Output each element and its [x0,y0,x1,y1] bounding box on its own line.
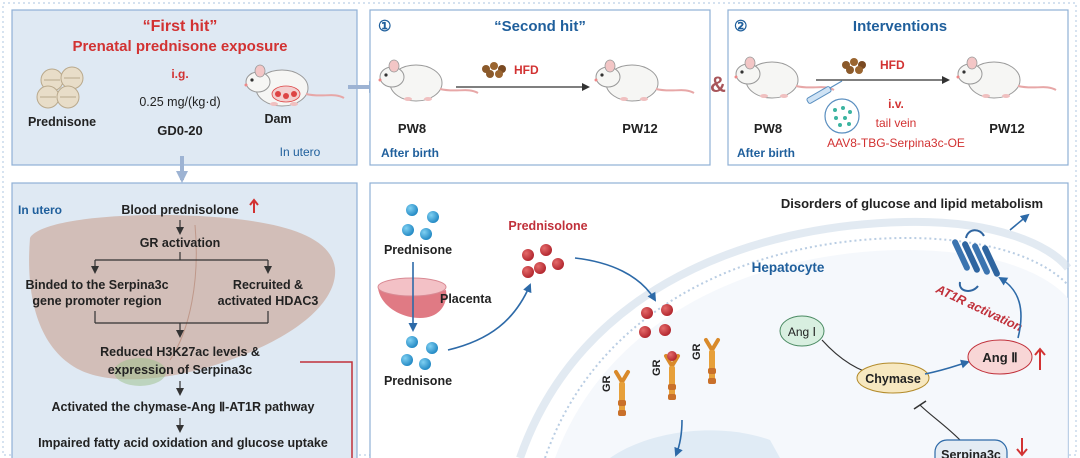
reduced-line2: expression of Serpina3c [108,363,253,377]
mouse-icon [243,64,345,107]
first-hit-subtitle: Prenatal prednisone exposure [72,38,287,55]
first-hit-panel: “First hit” Prenatal prednisone exposure… [11,9,358,166]
prednisone-top-label: Prednisone [384,243,452,257]
left-branch-line2: gene promoter region [32,294,161,308]
gr-label: GR [651,359,663,376]
start-label: PW8 [398,121,426,136]
connector-symbol: & [710,72,726,97]
gr-label: GR [691,343,703,360]
placenta-label: Placenta [440,292,492,306]
location-label: In utero [280,145,321,159]
cell-panel: Prednisone Placenta Prednisone Prednisol… [369,182,1072,458]
dose-label: 0.25 mg/(kg·d) [139,95,220,109]
prednisone-bottom-label: Prednisone [384,374,452,388]
molecule-cluster-blue [402,204,439,240]
second-hit-panel: ① “Second hit” HFD PW8 After birth PW12 [369,9,711,166]
window-label: GD0-20 [157,123,203,138]
aav-vector-icon [824,98,860,134]
mechanism-panel: In utero Blood prednisolone GR activatio… [11,182,358,458]
up-arrow-icon [249,198,259,213]
route-label: i.g. [171,67,188,81]
second-hit-title: “Second hit” [494,18,586,35]
red-connector-line [300,361,353,458]
second-hit-number: ① [378,18,391,35]
interventions-hfd-label: HFD [880,58,905,72]
interventions-number: ② [734,18,747,35]
blood-prednisolone-label: Blood prednisolone [121,203,238,217]
iv-label: i.v. [888,97,904,111]
hfd-label: HFD [514,63,539,77]
interventions-panel: ② Interventions HFD i.v. tail vein AAV8-… [727,9,1069,166]
serpina3c-node [934,439,1008,458]
reduced-line1: Reduced H3K27ac levels & [100,345,260,359]
molecule-cluster-red [522,244,564,278]
drug-label: Prednisone [28,115,96,129]
serpina3c-label: Serpina3c [941,448,1001,458]
vector-label: AAV8-TBG-Serpina3c-OE [827,136,965,150]
pathway-label: Activated the chymase-Ang Ⅱ-AT1R pathway [52,400,315,414]
down-arrow-icon [1016,438,1028,457]
gr-label: GR [601,375,613,392]
syringe-icon [806,80,843,104]
right-branch-line2: activated HDAC3 [218,294,319,308]
interventions-title: Interventions [853,18,947,35]
mechanism-location: In utero [18,203,62,217]
hfd-pellet-icon [842,58,866,74]
first-hit-title: “First hit” [143,18,218,35]
inhibition-bar [913,400,927,410]
right-branch-line1: Recruited & [233,278,303,292]
ang1-node [779,315,825,347]
hepatocyte-label: Hepatocyte [752,260,825,275]
interventions-end-label: PW12 [989,121,1024,136]
hepatocyte-membrane [544,236,1069,458]
hfd-pellet-icon [482,62,506,78]
site-label: tail vein [876,116,917,130]
end-label: PW12 [622,121,657,136]
ang2-node [967,339,1033,375]
gr-receptor-icon [664,351,680,402]
disorders-label: Disorders of glucose and lipid metabolis… [781,196,1043,211]
prednisolone-label: Prednisolone [508,219,587,233]
molecule-cluster-blue [401,336,438,370]
left-branch-line1: Binded to the Serpina3c [25,278,168,292]
chymase-node [856,362,930,394]
ang2-label: Ang Ⅱ [982,350,1017,365]
ang1-label: Ang Ⅰ [788,325,816,339]
pill-icon [36,66,84,109]
placenta-icon [377,277,447,318]
start-note: After birth [381,146,439,160]
animal-label: Dam [264,112,291,126]
nucleus [610,430,780,458]
liver-icon [29,214,336,380]
interventions-start-note: After birth [737,146,795,160]
interventions-start-label: PW8 [754,121,782,136]
impaired-label: Impaired fatty acid oxidation and glucos… [38,436,328,450]
up-arrow-icon [1034,347,1046,370]
chymase-label: Chymase [865,372,921,386]
gr-activation-label: GR activation [140,236,221,250]
molecule-cluster-red [639,304,673,338]
at1r-receptor-icon [952,229,1000,292]
